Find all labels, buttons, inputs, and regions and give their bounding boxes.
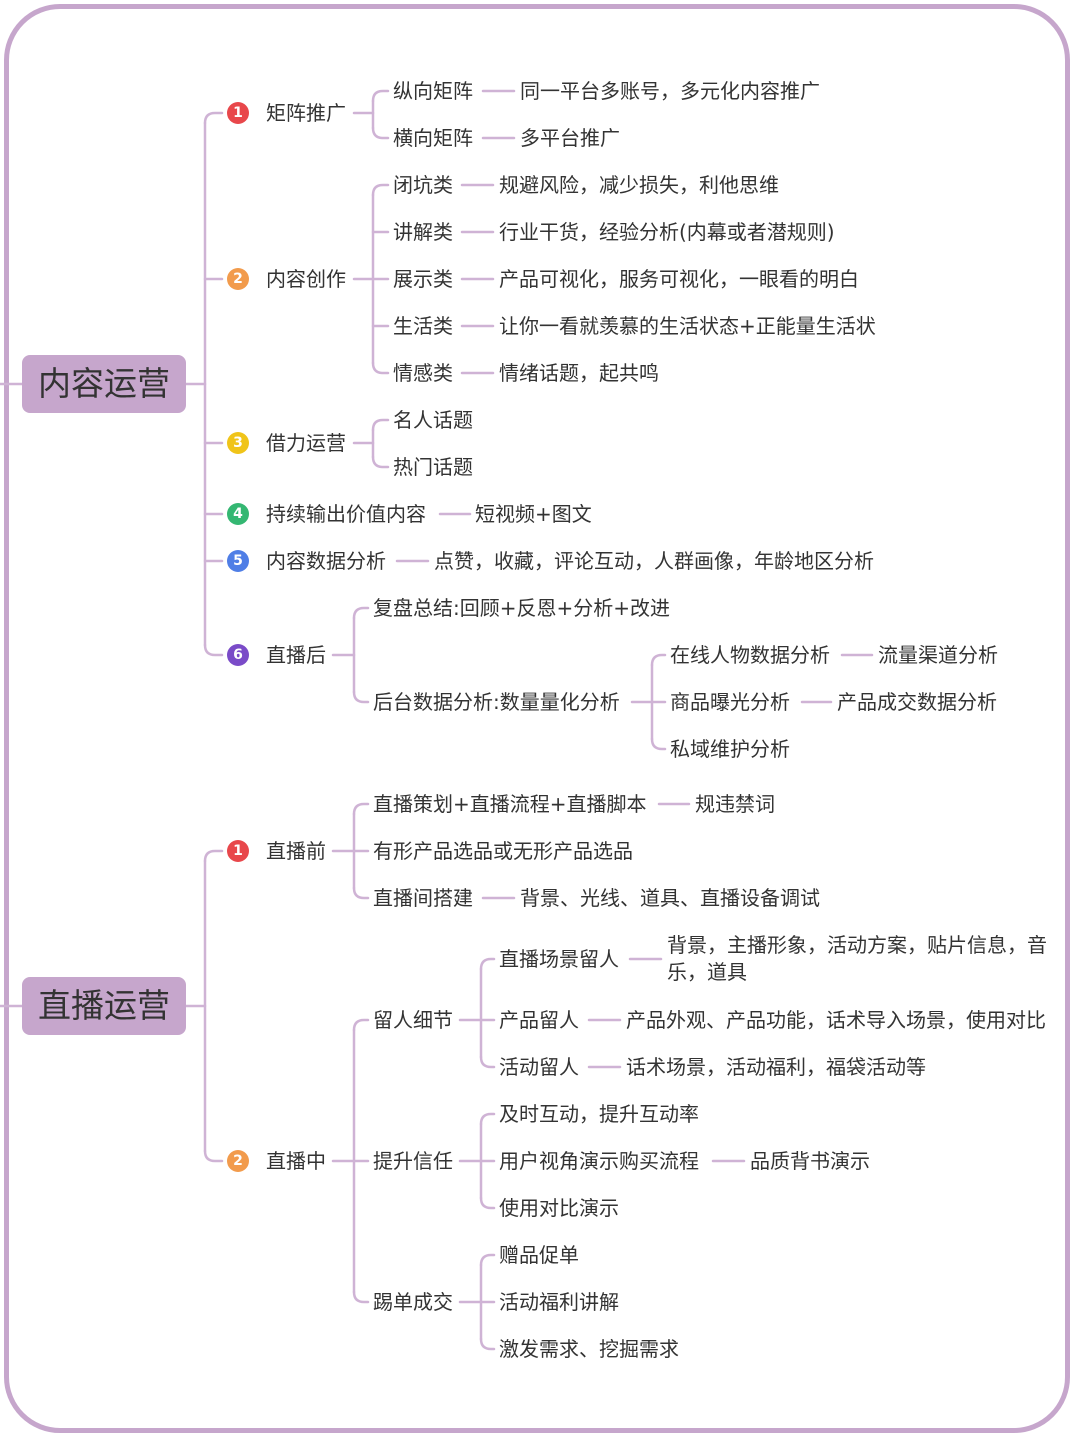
connector-line: [352, 1018, 370, 1032]
connector-line: [352, 1290, 370, 1304]
badge-number-2: 2: [227, 1150, 249, 1172]
connector-line: [203, 1149, 224, 1163]
badge-number-4: 4: [227, 503, 249, 525]
leaf-product-retention: 产品外观、产品功能，话术导入场景，使用对比: [626, 1008, 1046, 1032]
node-activity-retention: 活动留人: [499, 1055, 579, 1079]
connector-line: [371, 89, 390, 103]
node-studio-setup: 直播间搭建: [373, 886, 473, 910]
rounded-frame: [4, 4, 1070, 1433]
node-user-perspective-demo: 用户视角演示购买流程: [499, 1149, 699, 1173]
badge-number-1: 1: [227, 102, 249, 124]
node-close-deal: 踢单成交: [373, 1290, 453, 1314]
root-node-content-operation: 内容运营: [22, 355, 186, 413]
leaf-life-type: 让你一看就羡慕的生活状态+正能量生活状: [499, 314, 876, 338]
badge-number-6: 6: [227, 644, 249, 666]
connector-line: [352, 886, 370, 900]
connector-line: [479, 1253, 496, 1267]
connector-line: [352, 606, 370, 620]
branch-content-creation: 内容创作: [266, 267, 346, 291]
node-product-selection: 有形产品选品或无形产品选品: [373, 839, 633, 863]
connector-line: [371, 126, 390, 140]
node-review-summary: 复盘总结:回顾+反恩+分析+改进: [373, 596, 671, 620]
leaf-traffic-channel-analysis: 流量渠道分析: [878, 643, 998, 667]
leaf-explain-type: 行业干货，经验分析(内幕或者潜规则): [499, 220, 835, 244]
branch-leverage-operation: 借力运营: [266, 431, 346, 455]
connector-line: [203, 643, 224, 657]
node-scene-retention: 直播场景留人: [499, 947, 619, 971]
node-display-type: 展示类: [393, 267, 453, 291]
connector-line: [352, 690, 370, 704]
leaf-product-deal-analysis: 产品成交数据分析: [837, 690, 997, 714]
node-online-people-analysis: 在线人物数据分析: [670, 643, 830, 667]
node-retention-details: 留人细节: [373, 1008, 453, 1032]
connector-line: [352, 802, 370, 816]
node-product-retention: 产品留人: [499, 1008, 579, 1032]
leaf-quality-endorsement: 品质背书演示: [750, 1149, 870, 1173]
leaf-vertical-matrix: 同一平台多账号，多元化内容推广: [520, 79, 820, 103]
connector-line: [479, 957, 496, 971]
badge-number-3: 3: [227, 432, 249, 454]
branch-content-data-analysis: 内容数据分析: [266, 549, 386, 573]
leaf-horizontal-matrix: 多平台推广: [520, 126, 620, 150]
connector-line: [203, 849, 224, 863]
connector-line: [650, 653, 667, 667]
node-product-exposure-analysis: 商品曝光分析: [670, 690, 790, 714]
badge-number-5: 5: [227, 550, 249, 572]
connector-line: [479, 1337, 496, 1351]
node-life-type: 生活类: [393, 314, 453, 338]
leaf-scene-retention: 背景，主播形象，活动方案，贴片信息，音乐，道具: [667, 933, 1047, 984]
node-vertical-matrix: 纵向矩阵: [393, 79, 473, 103]
node-live-planning: 直播策划+直播流程+直播脚本: [373, 792, 647, 816]
leaf-display-type: 产品可视化，服务可视化，一眼看的明白: [499, 267, 859, 291]
branch-during-live: 直播中: [266, 1149, 326, 1173]
connector-line: [479, 1055, 496, 1069]
node-gift-promotion: 赠品促单: [499, 1243, 579, 1267]
node-timely-interaction: 及时互动，提升互动率: [499, 1102, 699, 1126]
leaf-continuous-output: 短视频+图文: [475, 502, 592, 526]
connector-line: [371, 418, 390, 432]
root-node-live-operation: 直播运营: [22, 977, 186, 1035]
node-horizontal-matrix: 横向矩阵: [393, 126, 473, 150]
branch-matrix-promotion: 矩阵推广: [266, 101, 346, 125]
branch-before-live: 直播前: [266, 839, 326, 863]
badge-number-2: 2: [227, 268, 249, 290]
node-celebrity-topic: 名人话题: [393, 408, 473, 432]
connector-line: [203, 111, 224, 125]
connector-line: [479, 1112, 496, 1126]
node-emotion-type: 情感类: [393, 361, 453, 385]
node-stimulate-demand: 激发需求、挖掘需求: [499, 1337, 679, 1361]
connector-line: [650, 737, 667, 751]
connector-line: [371, 183, 390, 197]
node-private-domain-analysis: 私域维护分析: [670, 737, 790, 761]
leaf-emotion-type: 情绪话题，起共鸣: [499, 361, 659, 385]
node-backend-data-analysis: 后台数据分析:数量量化分析: [373, 690, 620, 714]
branch-continuous-output: 持续输出价值内容: [266, 502, 426, 526]
connector-line: [371, 361, 390, 375]
node-hot-topic: 热门话题: [393, 455, 473, 479]
leaf-studio-setup: 背景、光线、道具、直播设备调试: [520, 886, 820, 910]
branch-after-live: 直播后: [266, 643, 326, 667]
connector-line: [479, 1196, 496, 1210]
leaf-pitfall-type: 规避风险，减少损失，利他思维: [499, 173, 779, 197]
node-pitfall-type: 闭坑类: [393, 173, 453, 197]
badge-number-1: 1: [227, 840, 249, 862]
leaf-activity-retention: 话术场景，活动福利，福袋活动等: [626, 1055, 926, 1079]
node-explain-type: 讲解类: [393, 220, 453, 244]
node-comparison-demo: 使用对比演示: [499, 1196, 619, 1220]
leaf-banned-words: 规违禁词: [695, 792, 775, 816]
node-build-trust: 提升信任: [373, 1149, 453, 1173]
connector-line: [371, 455, 390, 469]
node-benefit-explanation: 活动福利讲解: [499, 1290, 619, 1314]
leaf-content-data-analysis: 点赞，收藏，评论互动，人群画像，年龄地区分析: [434, 549, 874, 573]
